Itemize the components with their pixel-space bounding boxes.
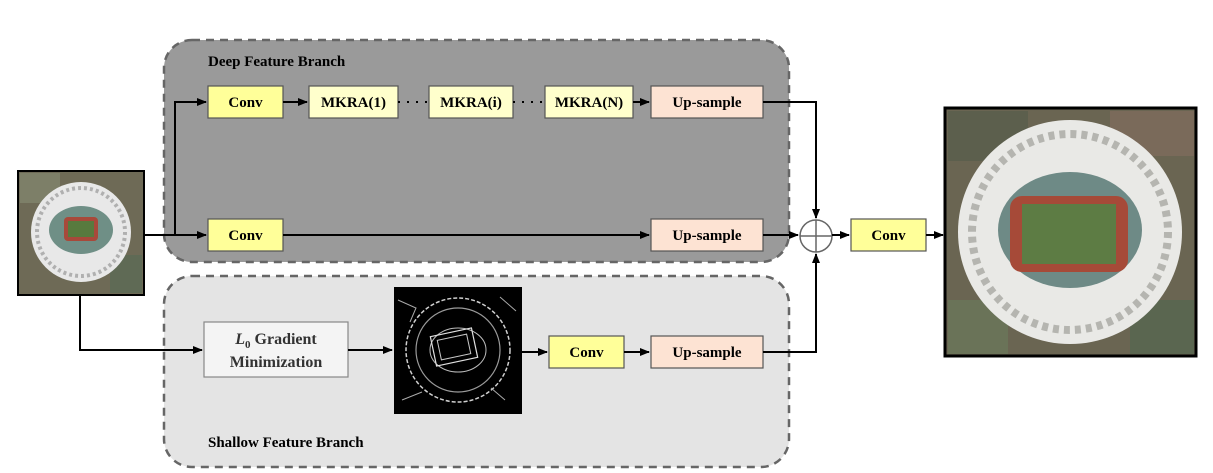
upsample-block-shallow: Up-sample: [650, 335, 764, 369]
svg-text:Up-sample: Up-sample: [672, 95, 742, 111]
svg-text:Conv: Conv: [228, 95, 263, 111]
svg-text:Minimization: Minimization: [230, 354, 323, 371]
output-image: [943, 106, 1198, 358]
svg-text:Conv: Conv: [871, 228, 906, 244]
conv-block-deep-top: Conv: [207, 85, 284, 119]
svg-text:Up-sample: Up-sample: [672, 345, 742, 361]
input-image: [17, 170, 145, 296]
mkra-block-n: MKRA(N): [544, 85, 634, 119]
svg-text:MKRA(1): MKRA(1): [321, 95, 386, 111]
svg-text:Up-sample: Up-sample: [672, 228, 742, 244]
svg-text:MKRA(N): MKRA(N): [555, 95, 623, 111]
sum-node-icon: [799, 219, 833, 253]
deep-branch-title: Deep Feature Branch: [208, 54, 346, 70]
conv-block-final: Conv: [850, 218, 927, 252]
upsample-block-deep-bottom: Up-sample: [650, 218, 764, 252]
svg-text:Conv: Conv: [569, 345, 604, 361]
connectors: [79, 98, 944, 356]
conv-block-shallow: Conv: [548, 335, 625, 369]
conv-block-deep-bottom: Conv: [207, 218, 284, 252]
mkra-block-i: MKRA(i): [428, 85, 514, 119]
svg-text:MKRA(i): MKRA(i): [440, 95, 502, 111]
shallow-branch-title: Shallow Feature Branch: [208, 435, 364, 451]
edge-map-image: [394, 287, 522, 414]
upsample-block-deep-top: Up-sample: [650, 85, 764, 119]
mkra-block-1: MKRA(1): [308, 85, 399, 119]
svg-text:Conv: Conv: [228, 228, 263, 244]
